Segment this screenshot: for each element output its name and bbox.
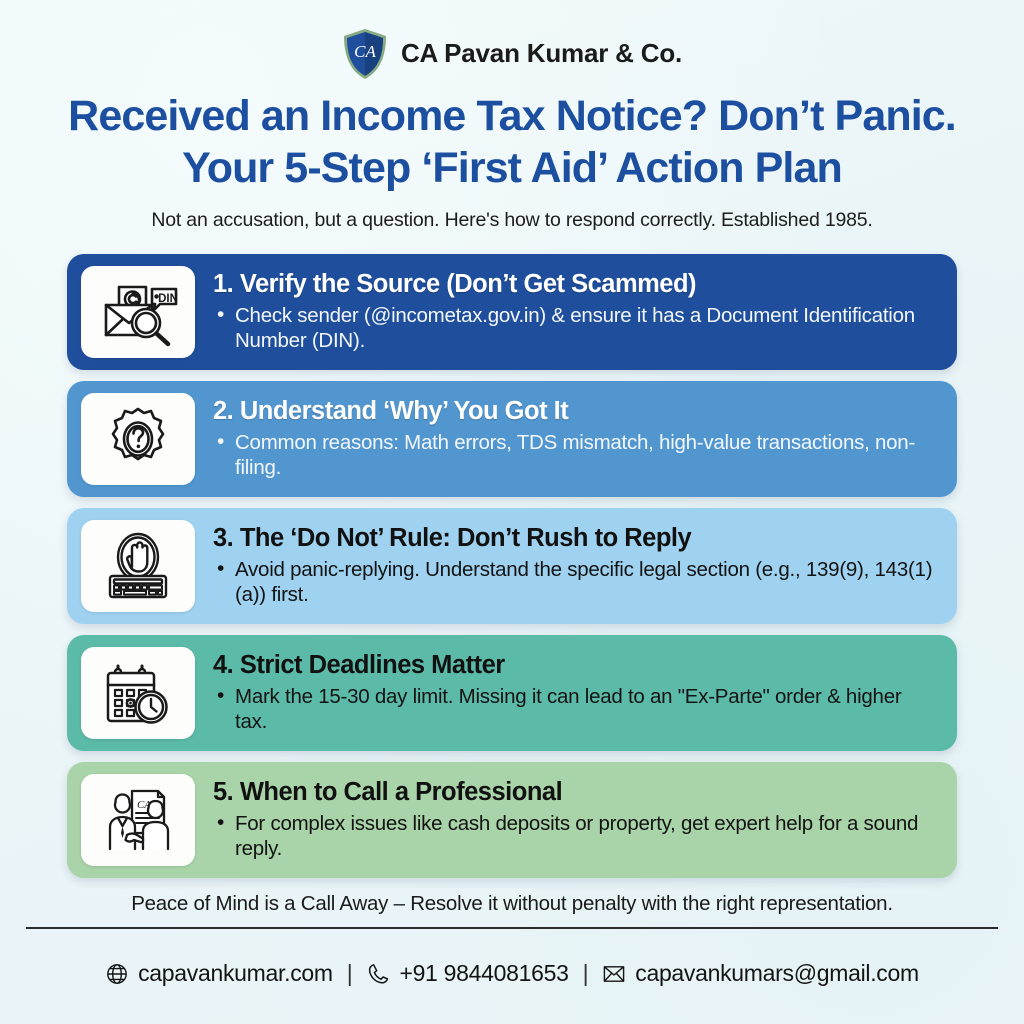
step-1-point: Check sender (@incometax.gov.in) & ensur… [213,302,933,354]
footer-separator-1: | [346,960,353,987]
handshake-advisor-document-icon: CA [108,789,170,851]
footer-phone[interactable]: +91 9844081653 [366,960,569,987]
svg-text:CA: CA [354,42,376,61]
step-1-points: Check sender (@incometax.gov.in) & ensur… [213,302,933,354]
step-card-5: CA 5. When to Call a Professional For co [67,762,957,879]
step-1-body: 1. Verify the Source (Don’t Get Scammed)… [213,270,937,354]
step-4-heading: 4. Strict Deadlines Matter [213,651,505,680]
step-4-icon-tile [81,647,195,740]
title-block: Received an Income Tax Notice? Don’t Pan… [0,74,1024,232]
footer-email[interactable]: capavankumars@gmail.com [602,960,919,987]
step-5-icon-tile: CA [81,774,195,867]
step-1-icon-tile: DIN [81,266,195,359]
footer-phone-label: +91 9844081653 [399,960,569,987]
footer-divider [26,927,998,930]
step-4-point: Mark the 15-30 day limit. Missing it can… [213,683,933,735]
step-5-points: For complex issues like cash deposits or… [213,810,933,862]
step-5-body: 5. When to Call a Professional For compl… [213,778,937,862]
step-1-heading: 1. Verify the Source (Don’t Get Scammed) [213,270,697,299]
footer-separator-2: | [582,960,589,987]
step-3-points: Avoid panic-replying. Understand the spe… [213,556,933,608]
step-3-body: 3. The ‘Do Not’ Rule: Don’t Rush to Repl… [213,524,937,608]
step-2-point: Common reasons: Math errors, TDS mismatc… [213,429,933,481]
step-5-point: For complex issues like cash deposits or… [213,810,933,862]
step-card-1: DIN 1. Verify the Source (Don’t Get Scam… [67,254,957,371]
gear-question-mark-icon [111,407,165,461]
footer-website[interactable]: capavankumar.com [105,960,333,987]
step-2-points: Common reasons: Math errors, TDS mismatc… [213,429,933,481]
step-2-heading: 2. Understand ‘Why’ You Got It [213,397,569,426]
step-4-body: 4. Strict Deadlines Matter Mark the 15-3… [213,651,937,735]
brand-name: CA Pavan Kumar & Co. [400,38,683,68]
footer-email-label: capavankumars@gmail.com [635,960,919,987]
step-3-point: Avoid panic-replying. Understand the spe… [213,556,933,608]
page-subtitle: Not an accusation, but a question. Here'… [151,209,873,232]
step-4-points: Mark the 15-30 day limit. Missing it can… [213,683,933,735]
step-3-heading: 3. The ‘Do Not’ Rule: Don’t Rush to Repl… [213,524,692,553]
page-title: Received an Income Tax Notice? Don’t Pan… [68,92,957,193]
steps-list: DIN 1. Verify the Source (Don’t Get Scam… [67,254,957,879]
phone-icon [369,963,389,984]
closing-statement: Peace of Mind is a Call Away – Resolve i… [131,892,893,916]
globe-icon [107,963,128,984]
step-card-3: 3. The ‘Do Not’ Rule: Don’t Rush to Repl… [67,508,957,625]
step-card-4: 4. Strict Deadlines Matter Mark the 15-3… [67,635,957,752]
step-2-body: 2. Understand ‘Why’ You Got It Common re… [213,397,937,481]
shield-ca-monogram-icon: CA [343,28,386,79]
calendar-clock-icon [106,664,168,724]
svg-text:DIN: DIN [158,293,178,305]
step-5-heading: 5. When to Call a Professional [213,778,563,807]
contact-footer: capavankumar.com | +91 9844081653 | capa… [0,929,1024,1024]
footer-website-label: capavankumar.com [138,960,333,987]
stop-hand-keyboard-icon [108,532,168,599]
envelope-icon [603,965,625,982]
step-card-2: 2. Understand ‘Why’ You Got It Common re… [67,381,957,498]
step-2-icon-tile [81,393,195,486]
brand-header: CA CA Pavan Kumar & Co. [0,0,1024,79]
step-3-icon-tile [81,520,195,613]
envelope-at-magnifier-din-icon: DIN [104,285,178,347]
